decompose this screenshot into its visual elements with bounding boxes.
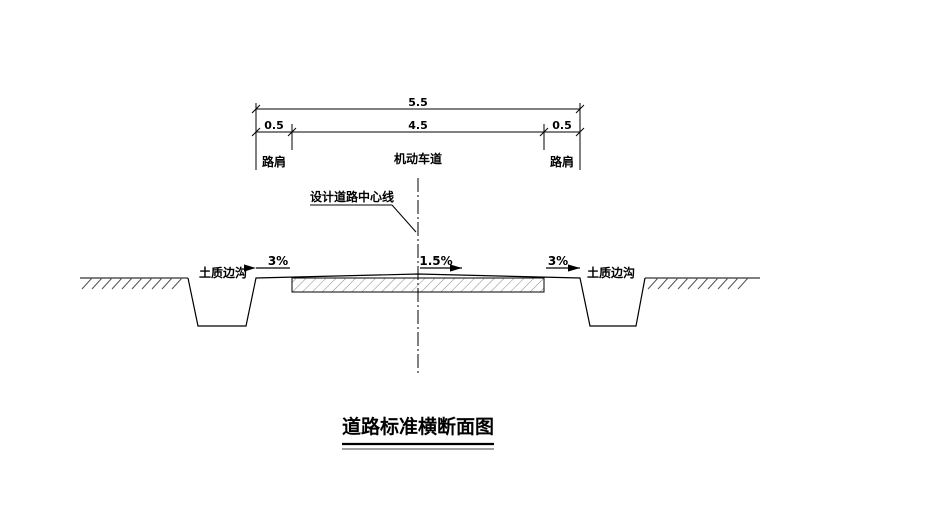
dimension-total-label: 5.5 xyxy=(408,96,428,109)
ground-left xyxy=(80,277,188,290)
dimension-segments xyxy=(251,124,585,150)
dimension-total xyxy=(251,103,585,170)
centerline-label: 设计道路中心线 xyxy=(310,189,394,204)
dimension-carriageway: 4.5 xyxy=(408,119,428,132)
dimension-shoulder-left: 0.5 xyxy=(264,119,284,132)
zone-shoulder-right: 路肩 xyxy=(550,154,574,169)
dimension-shoulder-right: 0.5 xyxy=(552,119,572,132)
slope-left-label: 3% xyxy=(268,254,288,268)
zone-carriageway: 机动车道 xyxy=(394,151,442,166)
slope-center-label: 1.5% xyxy=(419,254,452,268)
ditch-right-label: 土质边沟 xyxy=(587,265,635,280)
ditch-left-label: 土质边沟 xyxy=(199,265,247,280)
slope-right-label: 3% xyxy=(548,254,568,268)
drawing-title: 道路标准横断面图 xyxy=(342,415,494,438)
pavement-layer xyxy=(291,277,545,293)
road-profile xyxy=(187,273,646,327)
centerline-leader xyxy=(310,204,417,233)
ground-right xyxy=(645,277,760,290)
zone-shoulder-left: 路肩 xyxy=(262,154,286,169)
